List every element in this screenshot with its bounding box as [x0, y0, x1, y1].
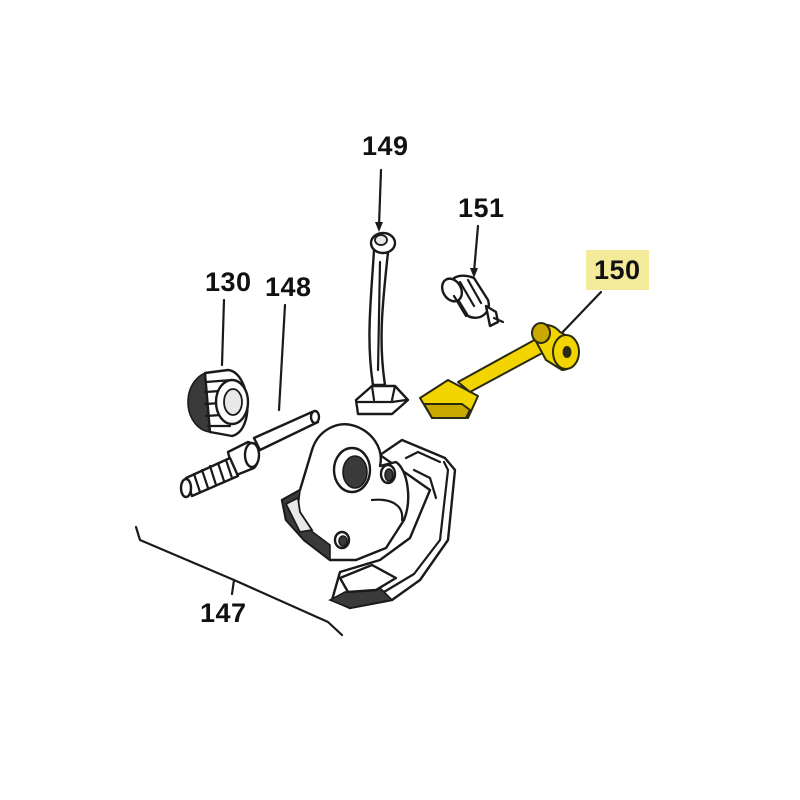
housing-hole-top-inner	[384, 468, 394, 482]
housing-main-bore-inner	[342, 455, 368, 489]
housing-hole-bottom-inner	[338, 535, 348, 547]
leader-149-arrow	[375, 222, 383, 232]
gear-hub	[223, 388, 243, 416]
housing-bottom-lip	[338, 563, 398, 594]
shaft-end	[309, 409, 321, 425]
leader-lines	[220, 168, 603, 412]
arm-paddle-face	[422, 403, 472, 419]
leader-151	[472, 224, 480, 274]
arm-rod	[457, 337, 549, 393]
housing-channel	[370, 498, 404, 522]
bracket-147-tick	[230, 578, 236, 596]
housing-top-edge	[404, 450, 442, 464]
shaft-tip	[179, 477, 193, 499]
hose-grommet-edge	[356, 398, 408, 404]
housing-back-rim	[382, 460, 450, 594]
housing-inner-rib	[412, 468, 438, 500]
shaft-collar-face	[243, 441, 261, 469]
housing-bottom-shadow	[328, 587, 394, 609]
leader-151-arrow	[470, 268, 478, 278]
leader-148	[277, 303, 287, 412]
shaft-spline-grooves	[192, 458, 234, 494]
callout-147: 147	[200, 598, 247, 628]
part-130-worm-gear	[187, 368, 250, 438]
arm-head-bore	[562, 346, 572, 358]
hose-highlight	[376, 260, 382, 372]
filter-tip	[492, 316, 505, 324]
housing-left-tab	[284, 496, 314, 533]
arm-head-rear	[531, 322, 551, 344]
shaft-spline	[184, 456, 240, 498]
callout-151: 151	[458, 193, 505, 223]
leader-150	[556, 290, 603, 339]
part-147-pump-housing	[280, 423, 457, 610]
hose-grommet-sides	[370, 384, 397, 402]
callout-148: 148	[265, 272, 312, 302]
callout-150-highlighted: 150	[586, 250, 649, 290]
callout-149: 149	[362, 131, 409, 161]
filter-stem	[484, 304, 500, 328]
filter-rib-3	[452, 294, 468, 318]
part-151-oil-filter	[440, 274, 505, 328]
shaft-rod	[252, 410, 320, 452]
filter-rib-1	[458, 280, 476, 308]
hose-top-opening	[374, 234, 388, 246]
callout-130: 130	[205, 267, 252, 297]
filter-rib-2	[466, 278, 483, 305]
part-148-worm-shaft	[179, 409, 321, 499]
leader-149	[377, 168, 383, 228]
leader-130	[220, 298, 226, 367]
part-149-oil-hose	[354, 231, 410, 416]
bracket-147	[134, 525, 344, 637]
filter-cap	[440, 277, 464, 303]
part-150-oil-pump-arm	[419, 322, 580, 419]
